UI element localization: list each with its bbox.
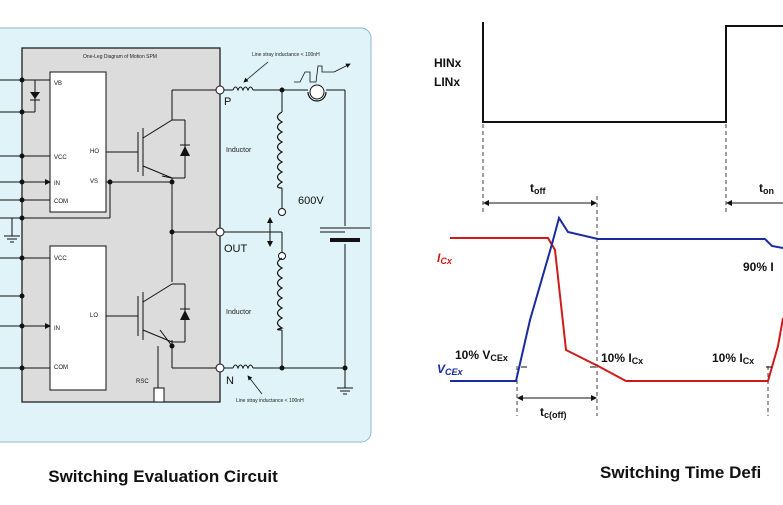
node-out-label: OUT — [224, 243, 248, 255]
bootstrap-diode-icon — [30, 92, 40, 101]
internal-nodes — [107, 179, 175, 349]
high-side-igbt — [137, 119, 186, 179]
right-caption: Switching Time Defi — [600, 463, 761, 482]
pin-lo: LO — [90, 313, 98, 319]
spm-module-title: One-Leg Diagram of Motion SPM — [83, 54, 157, 60]
ic-label: ICx — [437, 251, 453, 266]
ton-label: ton — [759, 181, 774, 196]
tcoff-label: tc(off) — [540, 405, 567, 420]
high-side-diode-icon — [180, 144, 190, 156]
stray-inductor-bottom-icon — [232, 364, 254, 370]
collector-current-trace — [450, 237, 783, 382]
inductor-top-label: Inductor — [226, 147, 252, 154]
pin-vcc-low: VCC — [54, 256, 67, 262]
pin-vb: VB — [54, 81, 62, 87]
load-inductor-top-icon — [276, 111, 284, 189]
dc-source-icon — [320, 227, 370, 242]
pin-in-low: IN — [54, 326, 60, 332]
stray-inductor-top-icon — [232, 86, 254, 92]
node-n-label: N — [226, 375, 234, 387]
inductor-bottom-label: Inductor — [226, 309, 252, 316]
pin-vcc-high: VCC — [54, 155, 67, 161]
hinx-label: HINx — [434, 56, 462, 70]
switch-contact-top — [278, 208, 286, 216]
terminal-n — [215, 363, 225, 373]
pct10-vce-label: 10% VCEx — [455, 348, 508, 363]
linx-label: LINx — [434, 75, 460, 89]
stray-bottom-pointer — [247, 375, 263, 395]
pin-vs: VS — [90, 179, 98, 185]
low-side-diode-icon — [180, 308, 190, 320]
collector-emitter-voltage-trace — [450, 215, 783, 382]
rsc-label: RSC — [136, 379, 149, 385]
high-side-driver-ic — [49, 71, 107, 213]
evaluation-circuit: One-Leg Diagram of Motion SPM VB VCC IN … — [0, 27, 372, 443]
current-probe-icon — [294, 63, 351, 102]
switching-time-waveform: HINx LINx toff ton ICx VCEx 90% I 10% VC… — [434, 22, 783, 420]
stray-top-pointer — [243, 61, 269, 83]
pin-in-high: IN — [54, 181, 60, 187]
internal-wires — [22, 89, 218, 396]
left-caption: Switching Evaluation Circuit — [48, 467, 278, 486]
timing-guides — [482, 124, 769, 416]
low-side-driver-ic — [49, 245, 107, 391]
input-signal-trace — [482, 22, 783, 123]
terminal-p — [215, 85, 225, 95]
toff-label: toff — [530, 181, 546, 196]
external-nodes — [279, 87, 348, 371]
stray-inductance-top-label: Line stray inductance < 100nH — [252, 52, 320, 58]
pin-com-high: COM — [54, 199, 68, 205]
node-p-label: P — [224, 96, 231, 108]
pct10-ic-label-1: 10% ICx — [601, 351, 643, 366]
vce-label: VCEx — [437, 362, 464, 377]
pin-com-low: COM — [54, 365, 68, 371]
stray-inductance-bottom-label: Line stray inductance < 100nH — [236, 398, 304, 404]
pct90-label: 90% I — [743, 260, 774, 274]
switch-contact-bottom — [278, 252, 286, 260]
pin-ho: HO — [90, 149, 99, 155]
pct10-ic-label-2: 10% ICx — [712, 351, 754, 366]
rsc-resistor — [153, 387, 165, 403]
voltage-label: 600V — [298, 195, 324, 207]
terminal-out — [215, 227, 225, 237]
load-inductor-bottom-icon — [276, 257, 284, 331]
input-nodes — [19, 77, 25, 371]
low-side-igbt — [137, 283, 186, 343]
